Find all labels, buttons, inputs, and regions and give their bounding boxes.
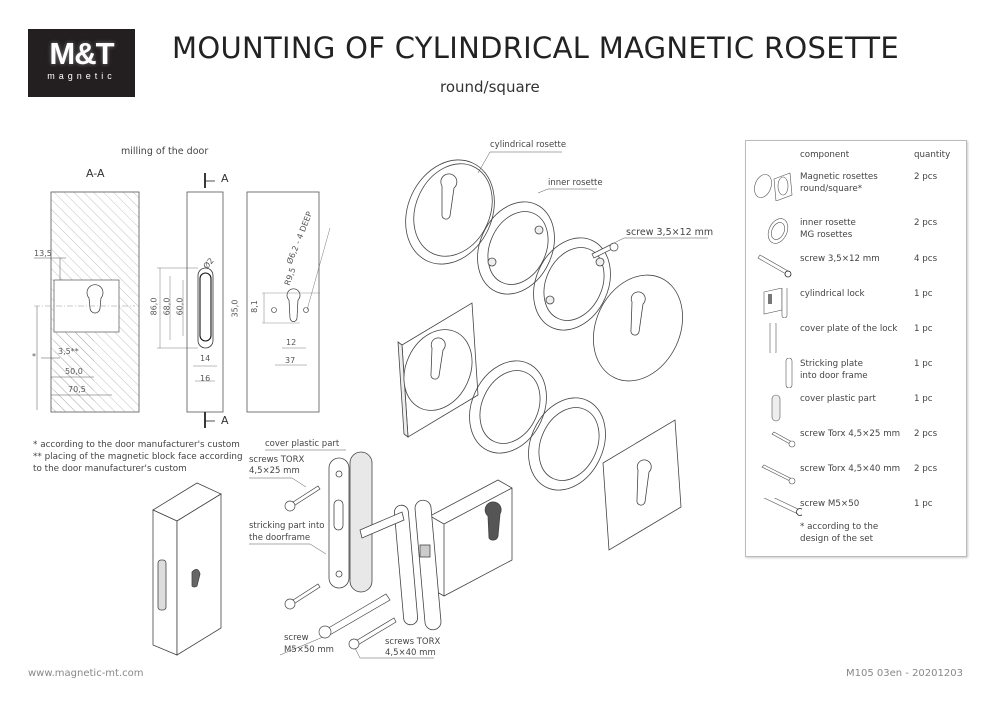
section-label: A-A [86,167,105,180]
component-name: cover plate of the lock [800,324,898,334]
callout-inner-rosette: inner rosette [548,178,603,188]
dim-3-5: 3,5** [58,347,79,356]
m5-screw-icon [763,498,802,516]
inner-rosette-1 [477,201,555,295]
door-edge-view [157,173,224,428]
screws-illustration [284,242,619,650]
component-quantity: 1 pc [914,289,933,299]
logo-main-text: M&T [49,36,114,71]
component-quantity: 2 pcs [914,218,938,228]
section-aa-view [34,191,140,413]
door-face-view [246,191,331,413]
header-quantity: quantity [914,150,951,160]
header-component: component [800,150,850,160]
callout-stricking-line2: the doorframe [249,533,311,543]
logo-sub-text: magnetic [47,71,116,81]
square-rosette-right [602,419,682,551]
component-quantity: 1 pc [914,324,933,334]
dim-70-5: 70,5 [68,385,86,394]
dim-14: 14 [200,354,211,363]
torx-screw-icon [771,431,796,448]
component-quantity: 2 pcs [914,464,938,474]
component-name: cover plastic part [800,394,876,404]
cover-plastic-icon [771,394,781,422]
note-1: * according to the door manufacturer's c… [33,440,240,450]
inner-rosette-2 [533,237,611,331]
callout-screw-m5-line2: M5×50 mm [284,645,334,655]
door-block-illustration [152,482,222,656]
cylindrical-lock-illustration [393,479,513,631]
component-name: screw M5×50 [800,499,860,509]
torx-screw-long-icon [761,464,796,485]
screw-icon [757,254,792,278]
milling-heading: milling of the door [121,146,209,157]
callout-cover-plastic: cover plastic part [265,439,340,449]
dim-star: * [32,352,36,361]
note-3: to the door manufacturer's custom [33,464,187,474]
callout-screw-3-5x12: screw 3,5×12 mm [626,227,714,238]
section-marker-top: A [221,172,229,185]
component-quantity: 2 pcs [914,429,938,439]
dim-37: 37 [285,356,296,365]
component-name: screw Torx 4,5×40 mm [800,464,901,474]
cover-plate-icon [769,323,777,353]
callout-cylindrical-rosette: cylindrical rosette [490,140,567,150]
dim-13-5: 13,5 [34,249,52,258]
milling-slot-inner [199,272,212,342]
inner-rosette-4 [528,397,606,491]
inner-rosette-icon [767,218,789,244]
component-quantity: 4 pcs [914,254,938,264]
dim-50: 50,0 [65,367,83,376]
page-title: MOUNTING OF CYLINDRICAL MAGNETIC ROSETTE [172,31,900,65]
component-name: screw Torx 4,5×25 mm [800,429,901,439]
section-marker-bottom: A [221,414,229,427]
brand-logo: M&T magnetic [28,29,135,97]
note-2: ** placing of the magnetic block face ac… [33,452,243,462]
stricking-plate-illustration [328,451,405,593]
rosettes-icon [754,172,793,201]
component-quantity: 1 pc [914,359,933,369]
component-quantity: 1 pc [914,499,933,509]
callout-screws-torx-40-line2: 4,5×40 mm [385,648,436,658]
square-rosette-left [397,302,479,438]
callout-leaders [249,151,708,659]
component-name: screw 3,5×12 mm [800,254,880,264]
stricking-plate-icon [785,358,793,388]
cylindrical-lock-icon [763,288,788,318]
callout-screws-torx-25-line1: screws TORX [249,455,305,465]
callout-stricking-line1: stricking part into [249,521,325,531]
callout-screws-torx-40-line1: screws TORX [385,637,441,647]
dim-12: 12 [286,338,297,347]
round-rosette-top [405,159,495,265]
callout-screw-m5-line1: screw [284,633,309,643]
inner-rosette-3 [469,360,547,454]
round-rosette-right [592,274,684,382]
component-quantity: 2 pcs [914,172,938,182]
dim-16: 16 [200,374,211,383]
component-quantity: 1 pc [914,394,933,404]
document-code: M105 03en - 20201203 [846,668,963,679]
page-subtitle: round/square [440,78,540,96]
cylinder-cutout [286,288,301,322]
component-name: cylindrical lock [800,289,865,299]
footer-url[interactable]: www.magnetic-mt.com [28,668,144,679]
callout-screws-torx-25-line2: 4,5×25 mm [249,466,300,476]
